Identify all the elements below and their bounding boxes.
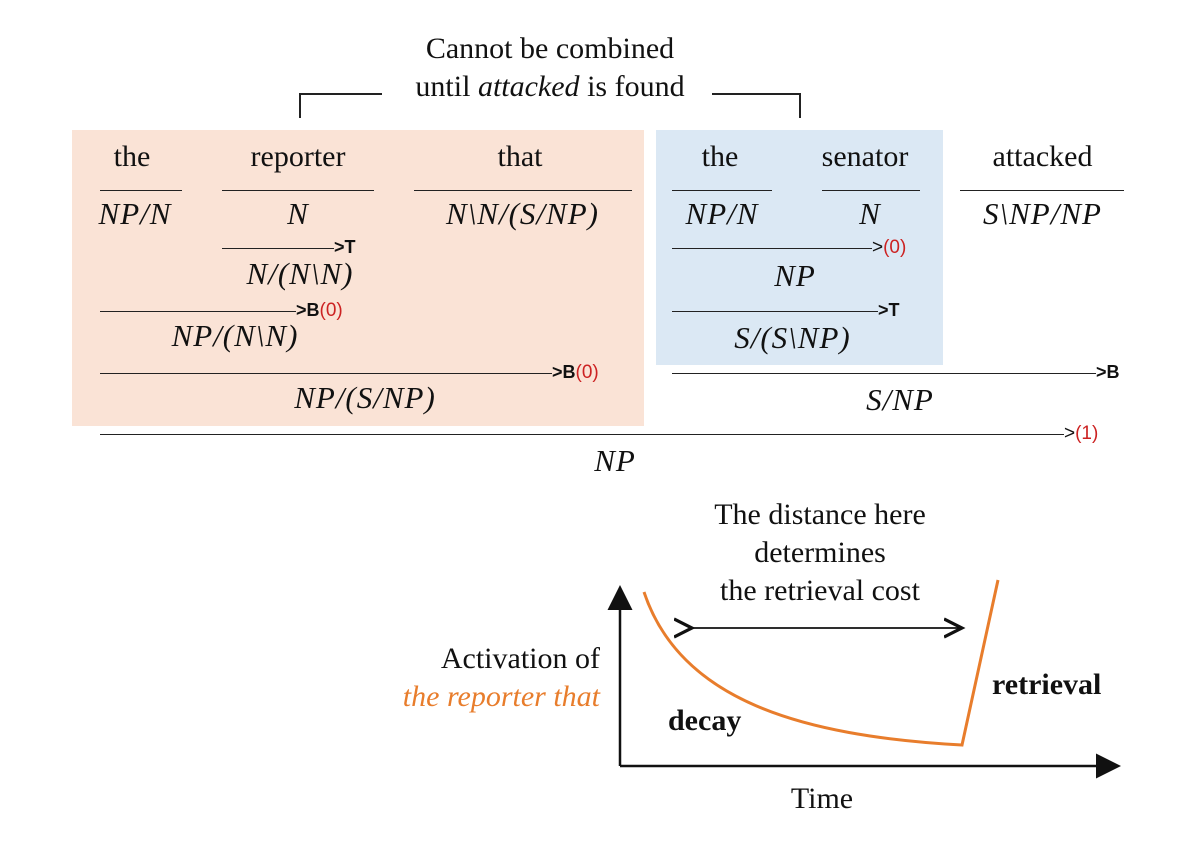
lex-rule-6 [960,190,1124,191]
x-axis-label: Time [790,782,854,815]
distance-note: The distance here determines the retriev… [660,496,980,610]
step2-op: >B(0) [296,300,343,321]
category-the-1: NP/N [98,196,172,231]
lex-rule-4 [672,190,772,191]
step2-tag: (0) [319,300,343,321]
top-note-line2: until attacked is found [330,68,770,106]
retrieval-label: retrieval [992,668,1102,701]
highlight-box-the-senator [656,130,943,365]
step1-op-label: >T [334,237,356,257]
word-the-2: the [701,140,739,173]
step3-tag: (0) [575,362,599,383]
y-axis-label-line1: Activation of [440,642,600,675]
step6-line [672,373,1096,374]
top-note-pre: until [415,70,478,103]
word-reporter: reporter [250,140,346,173]
step1-line [222,248,334,249]
top-note-post: is found [579,70,685,103]
step1-op: >T [334,238,356,257]
category-the-2: NP/N [685,196,759,231]
step5-op-label: >T [878,300,900,320]
lex-rule-5 [822,190,920,191]
word-the-1: the [113,140,151,173]
step6-op: >B [1096,363,1120,382]
step4-op: >(0) [872,238,906,257]
step7-op-label: > [1064,423,1076,444]
category-senator: N [859,196,881,231]
word-attacked: attacked [992,140,1093,173]
highlight-box-reporter-that [72,130,644,426]
distance-note-line3: the retrieval cost [720,574,920,607]
top-bracket [299,93,801,118]
step7-line [100,434,1064,435]
word-that: that [497,140,543,173]
distance-note-line2: determines [754,536,886,569]
step2-line [100,311,296,312]
y-axis-label-line2: the reporter that [402,680,600,713]
step4-tag: (0) [883,237,907,258]
step2-result: NP/(N\N) [171,318,299,353]
lex-rule-2 [222,190,374,191]
step2-op-label: >B [296,300,320,320]
step3-line [100,373,552,374]
y-axis-label: Activation of the reporter that [340,640,600,716]
step6-op-label: >B [1096,362,1120,382]
step4-line [672,248,872,249]
distance-note-line1: The distance here [714,498,926,531]
category-attacked: S\NP/NP [983,196,1102,231]
top-note-line1: Cannot be combined [425,32,675,65]
step7-tag: (1) [1075,423,1099,444]
step1-result: N/(N\N) [246,256,354,291]
step5-result: S/(S\NP) [734,320,851,355]
step7-op: >(1) [1064,424,1098,443]
decay-label: decay [668,704,742,737]
step7-result: NP [594,443,636,478]
top-note: Cannot be combined until attacked is fou… [330,30,770,106]
activation-curve [642,579,1000,747]
step3-op: >B(0) [552,362,599,383]
step5-op: >T [878,301,900,320]
step4-op-label: > [872,237,884,258]
step5-line [672,311,878,312]
word-senator: senator [821,140,909,173]
step3-result: NP/(S/NP) [294,380,436,415]
category-reporter: N [287,196,309,231]
step6-result: S/NP [866,382,934,417]
category-that: N\N/(S/NP) [446,196,599,231]
step3-op-label: >B [552,362,576,382]
lex-rule-1 [100,190,182,191]
step4-result: NP [774,258,816,293]
lex-rule-3 [414,190,632,191]
top-note-emphasis: attacked [477,70,580,103]
